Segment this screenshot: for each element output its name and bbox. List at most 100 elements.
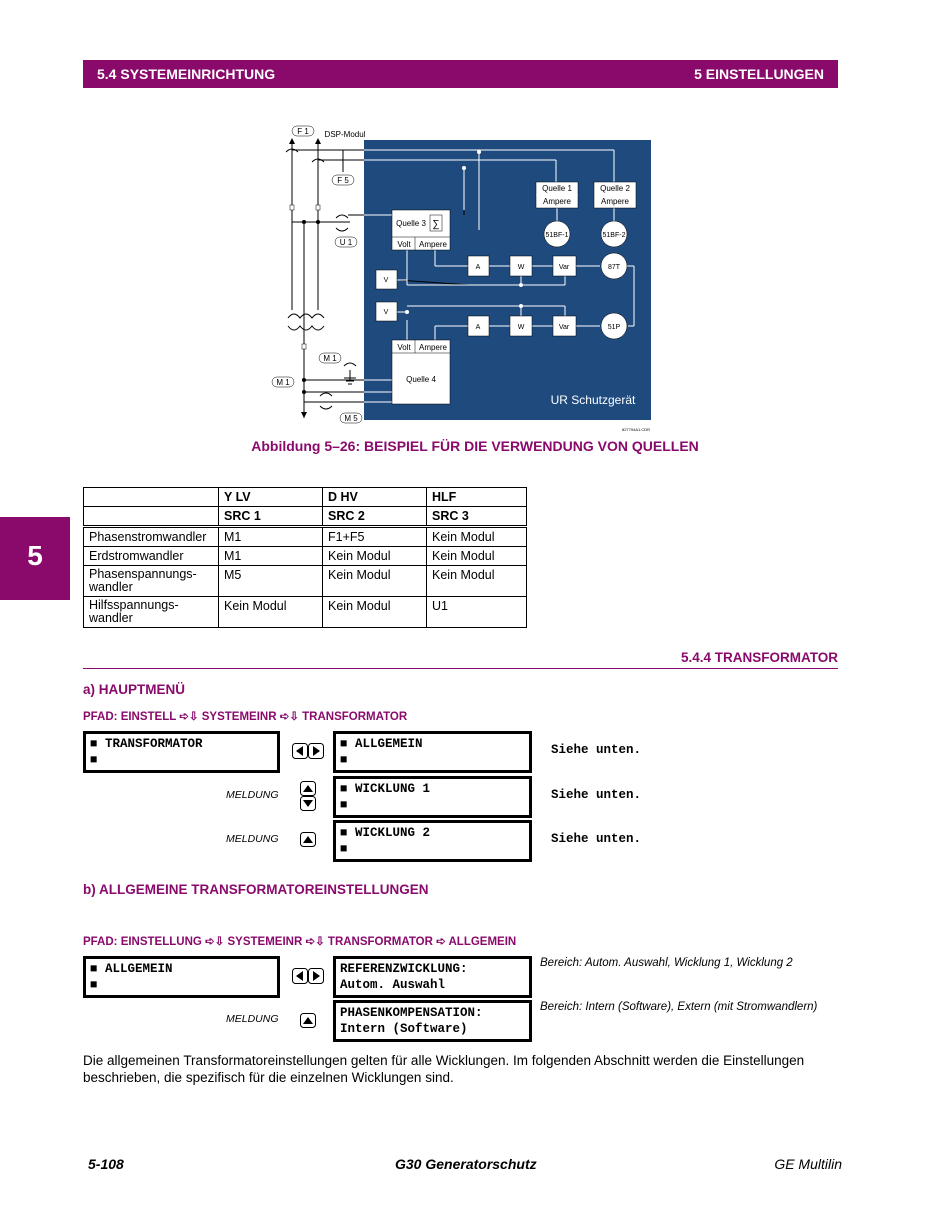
table-cell: Phasenspannungs- wandler (83, 565, 219, 597)
label-m1-ground: M 1 (323, 354, 337, 363)
menu-line: ■ (90, 753, 98, 767)
table-cell: Kein Modul (426, 526, 527, 547)
table-cell: Kein Modul (218, 596, 323, 628)
element-51bf2: 51BF-2 (603, 232, 626, 239)
setting-reference-winding[interactable]: REFERENZWICKLUNG: Autom. Auswahl (333, 956, 532, 998)
figure-caption: Abbildung 5–26: BEISPIEL FÜR DIE VERWEND… (251, 438, 699, 454)
table-cell: Kein Modul (322, 546, 427, 566)
company-name: GE Multilin (774, 1156, 842, 1172)
table-cell: U1 (426, 596, 527, 628)
menu-line: ■ (340, 842, 348, 856)
table-row: Phasenstromwandler M1 F1+F5 Kein Modul (83, 526, 527, 547)
section-title: 5.4.4 TRANSFORMATOR (680, 650, 838, 665)
chapter-tab: 5 (0, 517, 70, 600)
left-right-arrow-icon[interactable] (292, 968, 324, 984)
table-cell: M1 (218, 546, 323, 566)
heading-general-settings: b) ALLGEMEINE TRANSFORMATOREINSTELLUNGEN (83, 882, 429, 897)
table-cell: Hilfsspannungs- wandler (83, 596, 219, 628)
table-cell: D HV (322, 487, 427, 507)
meldung-label: MELDUNG (226, 789, 279, 801)
source4-volt: Volt (397, 343, 411, 352)
note-see-below: Siehe unten. (551, 832, 642, 846)
table-row: Hilfsspannungs- wandler Kein Modul Kein … (83, 596, 527, 628)
table-cell: M5 (218, 565, 323, 597)
var-meter-1: Var (559, 264, 570, 271)
w-meter-2: W (518, 324, 525, 331)
product-name: G30 Generatorschutz (395, 1156, 537, 1172)
menu-allgemein[interactable]: ■ ALLGEMEIN ■ (333, 731, 532, 773)
range-values: Intern (Software), Extern (mit Stromwand… (585, 1001, 818, 1013)
left-right-arrow-icon[interactable] (292, 743, 324, 759)
menu-line: ■ (340, 798, 348, 812)
menu-allgemein-main[interactable]: ■ ALLGEMEIN ■ (83, 956, 280, 998)
up-arrow-icon[interactable] (300, 832, 316, 847)
range-values: Autom. Auswahl, Wicklung 1, Wicklung 2 (584, 957, 793, 969)
relay-label: UR Schutzgerät (551, 393, 636, 407)
source4-ampere: Ampere (419, 343, 448, 352)
label-m1-phase: M 1 (276, 378, 290, 387)
table-cell: Kein Modul (322, 565, 427, 597)
setting-value: Intern (Software) (340, 1022, 468, 1036)
w-meter-1: W (518, 264, 525, 271)
label-dsp: DSP-Modul (325, 130, 366, 139)
setting-phase-compensation[interactable]: PHASENKOMPENSATION: Intern (Software) (333, 1000, 532, 1042)
table-cell: SRC 2 (322, 506, 427, 528)
note-see-below: Siehe unten. (551, 788, 642, 802)
drawing-code: 827794A1.CDR (622, 427, 650, 432)
v-meter-2: V (384, 309, 389, 316)
note-see-below: Siehe unten. (551, 743, 642, 757)
page-header: 5.4 SYSTEMEINRICHTUNG 5 EINSTELLUNGEN (83, 60, 838, 88)
setting-value: Autom. Auswahl (340, 978, 446, 992)
header-chapter: 5 EINSTELLUNGEN (694, 66, 824, 82)
up-arrow-icon[interactable] (300, 1013, 316, 1028)
setting-name: REFERENZWICKLUNG: (340, 962, 468, 976)
table-cell: Kein Modul (426, 546, 527, 566)
section-rule (83, 668, 838, 669)
meldung-label: MELDUNG (226, 1013, 279, 1025)
menu-path-a: PFAD: EINSTELL ➪⇩ SYSTEMEINR ➪⇩ TRANSFOR… (83, 711, 408, 723)
source4-label: Quelle 4 (406, 375, 436, 384)
table-cell: Y LV (218, 487, 323, 507)
table-cell: SRC 3 (426, 506, 527, 528)
range-phase-compensation: Bereich: Intern (Software), Extern (mit … (540, 1001, 817, 1013)
source1-label: Quelle 1 (542, 184, 572, 193)
menu-line: ■ (90, 978, 98, 992)
table-cell: HLF (426, 487, 527, 507)
menu-wicklung-1[interactable]: ■ WICKLUNG 1 ■ (333, 776, 532, 818)
element-51p: 51P (608, 324, 621, 331)
range-label: Bereich: (540, 1001, 583, 1013)
up-down-arrow-icon[interactable] (300, 781, 316, 811)
table-cell: Erdstromwandler (83, 546, 219, 566)
element-51bf1: 51BF-1 (546, 232, 569, 239)
menu-path-b: PFAD: EINSTELLUNG ➪⇩ SYSTEMEINR ➪⇩ TRANS… (83, 936, 517, 948)
menu-line: ■ ALLGEMEIN (90, 962, 173, 976)
heading-main-menu: a) HAUPTMENÜ (83, 682, 186, 697)
menu-wicklung-2[interactable]: ■ WICKLUNG 2 ■ (333, 820, 532, 862)
table-row: Phasenspannungs- wandler M5 Kein Modul K… (83, 565, 527, 597)
page-number: 5-108 (88, 1156, 124, 1172)
menu-line: ■ WICKLUNG 2 (340, 826, 431, 840)
source3-volt: Volt (397, 240, 411, 249)
table-cell: SRC 1 (218, 506, 323, 528)
table-cell: F1+F5 (322, 526, 427, 547)
range-label: Bereich: (540, 957, 583, 969)
menu-line: ■ TRANSFORMATOR (90, 737, 203, 751)
source1-ampere: Ampere (543, 197, 572, 206)
label-f5: F 5 (337, 176, 349, 185)
a-meter-2: A (476, 324, 481, 331)
range-reference-winding: Bereich: Autom. Auswahl, Wicklung 1, Wic… (540, 957, 793, 969)
table-header-row: Y LV D HV HLF (83, 487, 527, 507)
source3-label: Quelle 3 (396, 219, 426, 228)
body-paragraph: Die allgemeinen Transformatoreinstellung… (83, 1053, 805, 1085)
menu-transformator[interactable]: ■ TRANSFORMATOR ■ (83, 731, 280, 773)
table-row: Erdstromwandler M1 Kein Modul Kein Modul (83, 546, 527, 566)
setting-name: PHASENKOMPENSATION: (340, 1006, 483, 1020)
table-cell: M1 (218, 526, 323, 547)
table-header-row: SRC 1 SRC 2 SRC 3 (83, 506, 527, 528)
menu-line: ■ ALLGEMEIN (340, 737, 423, 751)
source2-label: Quelle 2 (600, 184, 630, 193)
table-cell: Phasenstromwandler (83, 526, 219, 547)
sum-symbol: ∑ (432, 219, 439, 230)
table-cell: Kein Modul (426, 565, 527, 597)
menu-line: ■ WICKLUNG 1 (340, 782, 431, 796)
